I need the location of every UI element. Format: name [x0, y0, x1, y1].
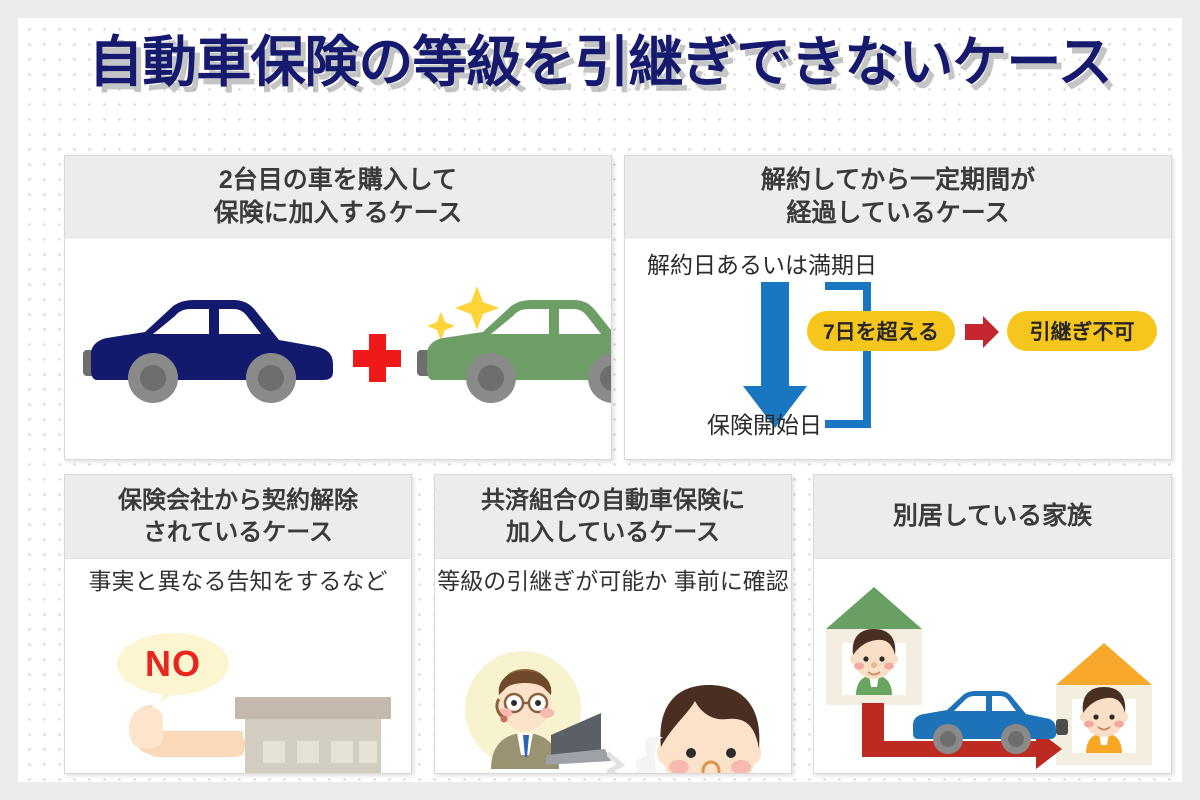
- thumbs-down-hand-icon: [129, 705, 245, 757]
- insurance-company-building-icon: [235, 697, 391, 773]
- diagram-label-policy-start-date: 保険開始日: [707, 412, 822, 438]
- navy-car-icon: [83, 300, 333, 403]
- two-cars-illustration: [65, 256, 611, 446]
- panel-mutual-aid: 共済組合の自動車保険に 加入しているケース 等級の引継ぎが可能か 事前に確認: [434, 474, 792, 774]
- panel-elapsed-period: 解約してから一定期間が 経過しているケース 解約日あるいは満期日 7日を超える: [624, 155, 1172, 460]
- panel-contract-terminated-header: 保険会社から契約解除 されているケース: [65, 475, 411, 559]
- panel-two-cars: 2台目の車を購入して 保険に加入するケース: [64, 155, 612, 460]
- pill-over-seven-days: 7日を超える: [807, 311, 955, 351]
- person-orange-shirt-icon: [1080, 687, 1128, 753]
- panel-contract-terminated-header-line1: 保険会社から契約解除: [118, 486, 358, 514]
- panel-contract-terminated-body: 事実と異なる告知をするなど NO: [65, 559, 411, 773]
- person-on-phone-icon: [632, 685, 761, 773]
- panel-two-cars-header-line1: 2台目の車を購入して: [218, 165, 458, 194]
- diagram-label-cancellation-date: 解約日あるいは満期日: [647, 252, 877, 278]
- panel-separate-household-family: 別居している家族: [813, 474, 1172, 774]
- page-title-container: 自動車保険の等級を引継ぎできないケース: [18, 30, 1182, 93]
- panel-contract-terminated-subtext: 事実と異なる告知をするなど: [88, 568, 388, 594]
- panel-mutual-aid-header-line2: 加入しているケース: [505, 518, 721, 546]
- panel-elapsed-period-header-line2: 経過しているケース: [786, 198, 1010, 227]
- panel-elapsed-period-header-line1: 解約してから一定期間が: [760, 165, 1036, 194]
- blue-down-arrow-and-bracket-icon: [743, 282, 871, 428]
- panel-elapsed-period-header: 解約してから一定期間が 経過しているケース: [625, 156, 1171, 238]
- pill-transfer-not-possible: 引継ぎ不可: [1007, 311, 1157, 351]
- panel-mutual-aid-header: 共済組合の自動車保険に 加入しているケース: [435, 475, 791, 559]
- panel-contract-terminated-header-line2: されているケース: [142, 518, 334, 546]
- panel-mutual-aid-subtext-line1: 等級の引継ぎが可能か: [437, 568, 668, 594]
- no-speech-bubble-text: NO: [145, 643, 201, 684]
- separate-household-illustration: [826, 587, 1152, 769]
- panel-mutual-aid-body: 等級の引継ぎが可能か 事前に確認: [435, 559, 791, 773]
- phone-cord-icon: [607, 751, 646, 773]
- panel-mutual-aid-header-line1: 共済組合の自動車保険に: [481, 486, 745, 514]
- elapsed-period-diagram: 解約日あるいは満期日 7日を超える 引継ぎ不可 保険開始日: [625, 238, 1171, 459]
- green-car-icon: [417, 286, 611, 403]
- blue-car-icon: [913, 691, 1068, 754]
- red-right-arrow-icon: [965, 316, 999, 348]
- panel-two-cars-header: 2台目の車を購入して 保険に加入するケース: [65, 156, 611, 238]
- panel-mutual-aid-subtext-line2: 事前に確認: [673, 568, 789, 594]
- panel-two-cars-header-line2: 保険に加入するケース: [213, 198, 463, 227]
- panel-contract-terminated: 保険会社から契約解除 されているケース 事実と異なる告知をするなど NO: [64, 474, 412, 774]
- call-center-operator-icon: [465, 651, 611, 769]
- plus-icon: [353, 334, 401, 382]
- panel-mutual-aid-subtext: 等級の引継ぎが可能か 事前に確認: [435, 559, 791, 597]
- page-title: 自動車保険の等級を引継ぎできないケース: [85, 30, 1115, 93]
- infographic-canvas: 自動車保険の等級を引継ぎできないケース 2台目の車を購入して 保険に加入するケー…: [18, 18, 1182, 782]
- panel-separate-household-family-header-line1: 別居している家族: [892, 502, 1093, 530]
- panel-separate-household-family-header: 別居している家族: [814, 475, 1171, 559]
- no-speech-bubble: NO: [117, 633, 229, 695]
- person-green-shirt-icon: [850, 629, 898, 695]
